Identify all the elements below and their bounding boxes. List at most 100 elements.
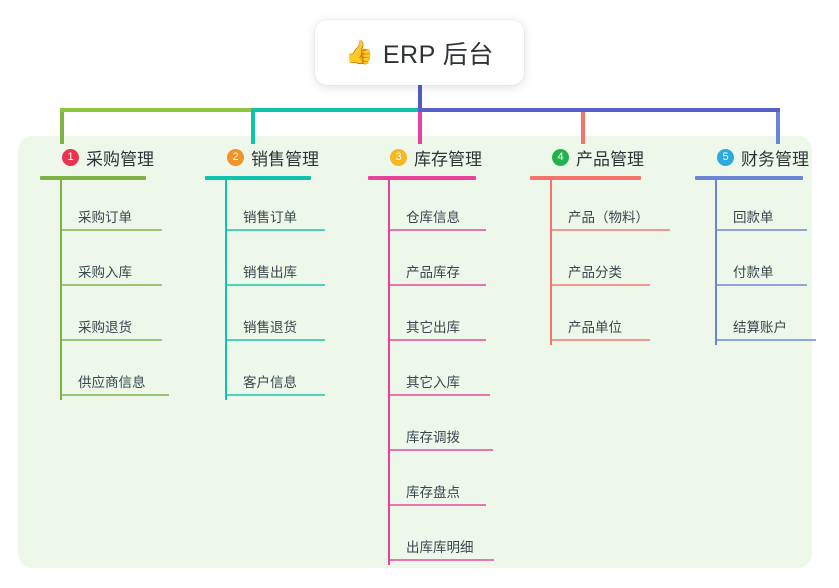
leaf-label: 出库库明细 — [406, 540, 474, 555]
branch-header-4[interactable]: 4 产品管理 — [530, 144, 700, 170]
branch-number-badge-4: 4 — [552, 148, 569, 166]
leaf-item[interactable]: 销售订单 — [227, 180, 355, 235]
leaf-label: 结算账户 — [733, 320, 787, 335]
branch-column-5: 5 财务管理 回款单 付款单 结算账户 — [695, 144, 839, 345]
leaf-label: 其它入库 — [406, 375, 460, 390]
root-node-label: ERP 后台 — [382, 40, 494, 69]
branch-title-4: 产品管理 — [576, 149, 644, 169]
leaf-item[interactable]: 回款单 — [717, 180, 839, 235]
leaf-item[interactable]: 产品单位 — [552, 290, 700, 345]
leaf-item[interactable]: 库存调拨 — [390, 400, 528, 455]
leaf-item[interactable]: 库存盘点 — [390, 455, 528, 510]
leaf-label: 库存盘点 — [406, 485, 460, 500]
leaf-item[interactable]: 采购订单 — [62, 180, 190, 235]
leaf-label: 销售订单 — [243, 210, 297, 225]
leaf-item[interactable]: 付款单 — [717, 235, 839, 290]
leaf-label: 产品单位 — [568, 320, 622, 335]
leaf-rule — [62, 339, 162, 341]
leaf-rule — [390, 229, 486, 231]
branch-number-badge-2: 2 — [227, 148, 244, 166]
branch-title-2: 销售管理 — [251, 149, 319, 169]
leaf-rule — [62, 229, 162, 231]
leaf-item[interactable]: 采购入库 — [62, 235, 190, 290]
branch-column-3: 3 库存管理 仓库信息 产品库存 其它出库 其它入库 库存调拨 — [368, 144, 528, 565]
leaf-label: 付款单 — [733, 265, 774, 280]
leaf-item[interactable]: 客户信息 — [227, 345, 355, 400]
branch-header-3[interactable]: 3 库存管理 — [368, 144, 528, 170]
leaf-item[interactable]: 产品库存 — [390, 235, 528, 290]
branch-header-2[interactable]: 2 销售管理 — [205, 144, 355, 170]
leaf-rule — [552, 229, 670, 231]
connector-drop-col1 — [60, 112, 64, 144]
leaf-item[interactable]: 销售出库 — [227, 235, 355, 290]
leaf-rule — [717, 284, 807, 286]
leaf-rule — [390, 559, 494, 561]
branch-items-5: 回款单 付款单 结算账户 — [695, 180, 839, 345]
branch-rule-3 — [368, 176, 476, 180]
leaf-label: 采购入库 — [78, 265, 132, 280]
branch-trunk-4 — [550, 180, 552, 345]
leaf-rule — [552, 339, 650, 341]
leaf-item[interactable]: 采购退货 — [62, 290, 190, 345]
branch-trunk-1 — [60, 180, 62, 400]
branch-rule-5 — [695, 176, 803, 180]
leaf-rule — [390, 284, 486, 286]
branch-items-3: 仓库信息 产品库存 其它出库 其它入库 库存调拨 库存盘点 — [368, 180, 528, 565]
branch-title-5: 财务管理 — [741, 149, 809, 169]
branch-rule-2 — [205, 176, 311, 180]
branch-title-3: 库存管理 — [414, 149, 482, 169]
leaf-item[interactable]: 销售退货 — [227, 290, 355, 345]
branch-rule-1 — [40, 176, 146, 180]
connector-drop-col5 — [776, 112, 780, 144]
branch-number-badge-5: 5 — [717, 148, 734, 166]
leaf-label: 产品（物料） — [568, 210, 649, 225]
leaf-rule — [62, 394, 169, 396]
connector-drop-col2 — [251, 112, 255, 144]
leaf-rule — [227, 229, 325, 231]
leaf-label: 产品库存 — [406, 265, 460, 280]
leaf-item[interactable]: 供应商信息 — [62, 345, 190, 400]
connector-bar-blue — [418, 108, 780, 112]
leaf-item[interactable]: 产品分类 — [552, 235, 700, 290]
root-node[interactable]: 👍 ERP 后台 — [315, 20, 524, 85]
connector-bar-teal — [251, 108, 420, 112]
leaf-rule — [227, 284, 325, 286]
leaf-item[interactable]: 其它入库 — [390, 345, 528, 400]
leaf-rule — [717, 339, 816, 341]
branch-title-1: 采购管理 — [86, 149, 154, 169]
connector-drop-col4 — [581, 112, 585, 144]
leaf-label: 回款单 — [733, 210, 774, 225]
leaf-item[interactable]: 产品（物料） — [552, 180, 700, 235]
leaf-rule — [390, 504, 486, 506]
branch-items-2: 销售订单 销售出库 销售退货 客户信息 — [205, 180, 355, 400]
leaf-label: 客户信息 — [243, 375, 297, 390]
connector-drop-col3 — [418, 112, 422, 144]
branch-header-1[interactable]: 1 采购管理 — [40, 144, 190, 170]
leaf-rule — [390, 449, 493, 451]
branch-header-5[interactable]: 5 财务管理 — [695, 144, 839, 170]
branch-column-1: 1 采购管理 采购订单 采购入库 采购退货 供应商信息 — [40, 144, 190, 400]
leaf-label: 销售退货 — [243, 320, 297, 335]
leaf-item[interactable]: 结算账户 — [717, 290, 839, 345]
leaf-rule — [227, 394, 325, 396]
leaf-rule — [552, 284, 650, 286]
branch-trunk-2 — [225, 180, 227, 400]
leaf-item[interactable]: 其它出库 — [390, 290, 528, 345]
branch-rule-4 — [530, 176, 641, 180]
leaf-label: 产品分类 — [568, 265, 622, 280]
leaf-rule — [717, 229, 807, 231]
leaf-rule — [62, 284, 162, 286]
connector-bar-green — [60, 108, 253, 112]
branch-column-2: 2 销售管理 销售订单 销售出库 销售退货 客户信息 — [205, 144, 355, 400]
root-stem-connector — [418, 85, 422, 110]
leaf-label: 采购退货 — [78, 320, 132, 335]
diagram-background-panel — [18, 136, 812, 568]
branch-trunk-5 — [715, 180, 717, 345]
branch-items-1: 采购订单 采购入库 采购退货 供应商信息 — [40, 180, 190, 400]
branch-column-4: 4 产品管理 产品（物料） 产品分类 产品单位 — [530, 144, 700, 345]
branch-number-badge-3: 3 — [390, 148, 407, 166]
leaf-item[interactable]: 仓库信息 — [390, 180, 528, 235]
leaf-item[interactable]: 出库库明细 — [390, 510, 528, 565]
leaf-label: 仓库信息 — [406, 210, 460, 225]
